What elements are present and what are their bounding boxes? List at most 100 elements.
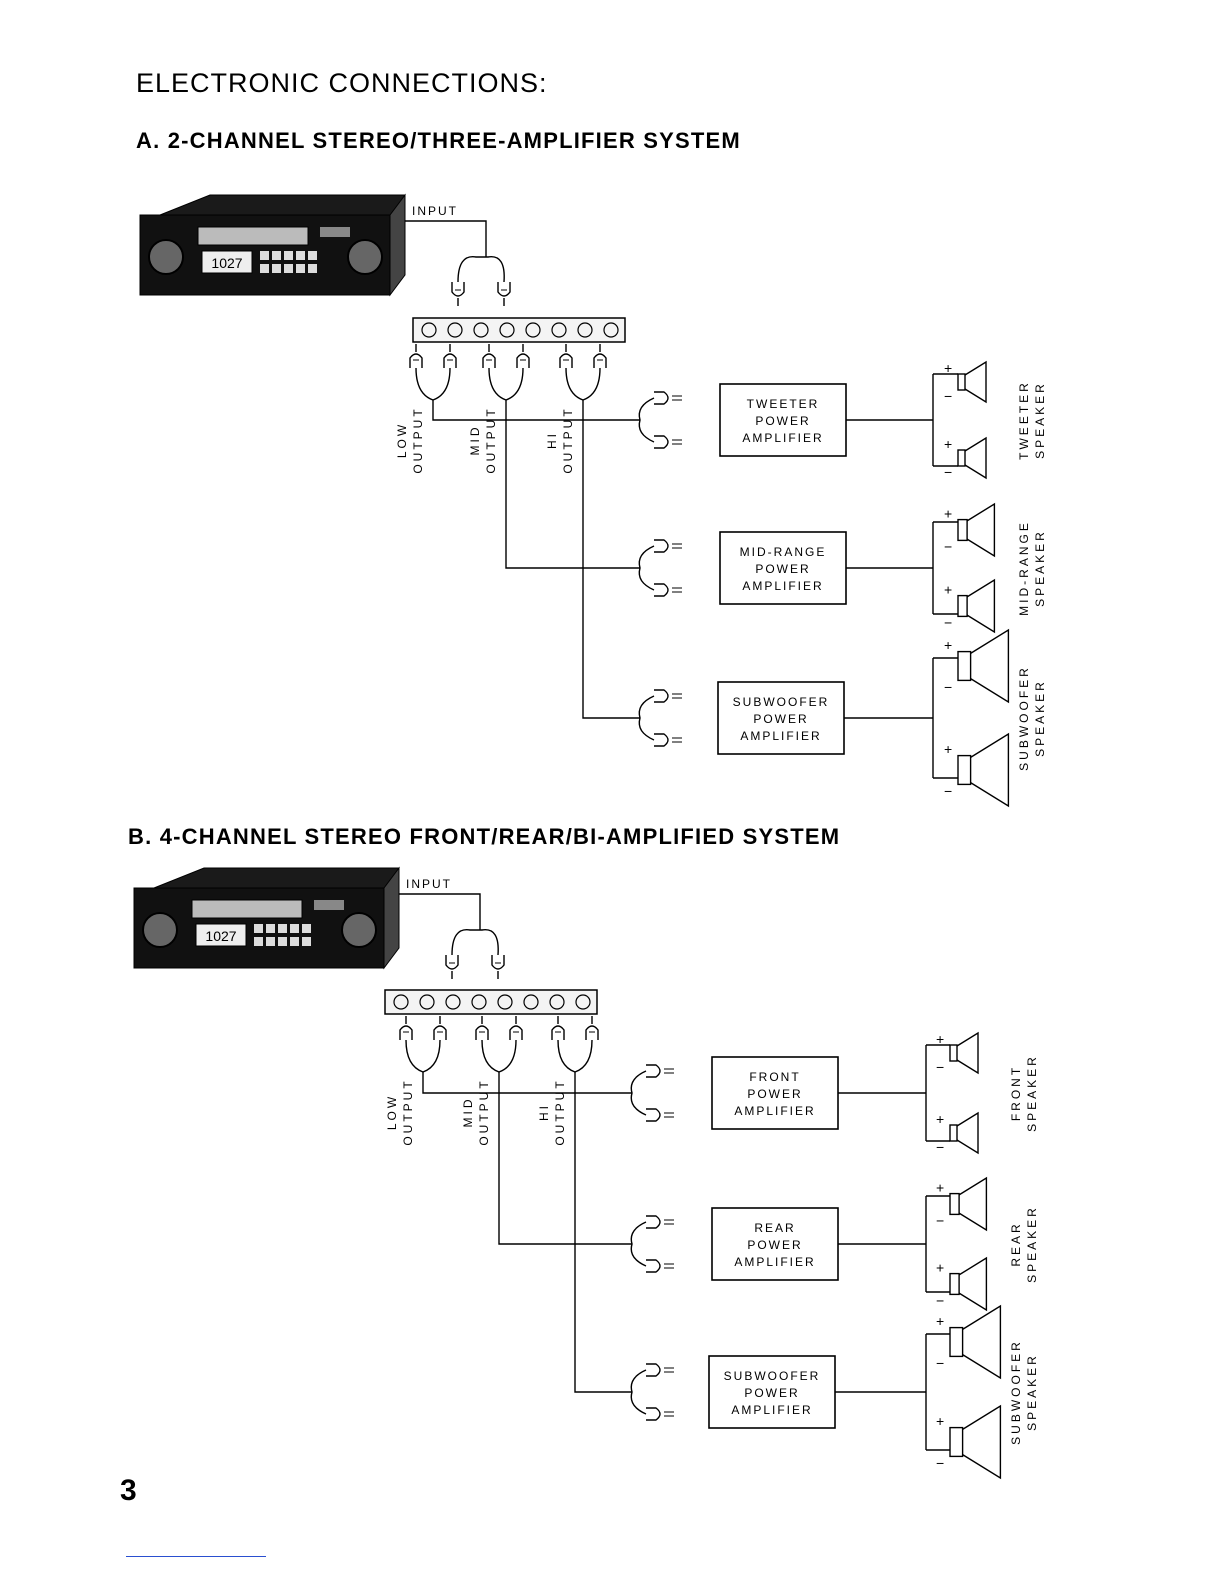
amplifier-label: SUBWOOFER — [724, 1369, 821, 1383]
radio-display-text: 1027 — [205, 928, 236, 944]
speaker-magnet — [949, 1192, 960, 1216]
plus-sign: + — [936, 1313, 944, 1329]
speaker-cone-icon — [970, 732, 1010, 808]
preset-button — [284, 264, 293, 273]
section-a-title: A. 2-CHANNEL STEREO/THREE-AMPLIFIER SYST… — [136, 128, 741, 153]
output-y-cable — [557, 1039, 593, 1073]
speaker-label-0: SPEAKER — [1033, 381, 1047, 459]
plus-sign: + — [936, 1031, 944, 1047]
plus-sign: + — [944, 637, 952, 653]
preset-button — [266, 924, 275, 933]
rca-plug-icon — [646, 1064, 661, 1078]
crossover-knob-icon — [575, 994, 591, 1010]
speaker-label-1: MID-RANGE — [1017, 520, 1031, 616]
radio-display — [195, 923, 247, 947]
speaker-magnet — [957, 518, 968, 542]
speaker-magnet — [949, 1426, 964, 1458]
amplifier-label: SUBWOOFER — [733, 695, 830, 709]
output-label-2: HI — [545, 431, 559, 449]
output-label-2: OUTPUT — [553, 1078, 567, 1145]
radio-top-panel — [159, 194, 406, 218]
amp-y-cable — [638, 695, 655, 741]
output-y-cable — [415, 367, 451, 401]
page-number: 3 — [120, 1474, 137, 1507]
rca-plug-icon — [551, 1025, 565, 1040]
minus-sign: − — [936, 1293, 944, 1309]
crossover-knob-icon — [393, 994, 409, 1010]
preset-button — [272, 251, 281, 260]
speaker-magnet — [949, 1326, 964, 1358]
rca-plug-icon — [399, 1025, 413, 1040]
preset-button — [278, 924, 287, 933]
plus-sign: + — [944, 505, 952, 521]
output-label-1: OUTPUT — [484, 406, 498, 473]
crossover-knob-icon — [497, 994, 513, 1010]
rca-plug-icon — [646, 1108, 661, 1122]
speaker-magnet — [949, 1272, 960, 1296]
amp-y-cable — [638, 397, 655, 443]
footer-rule — [126, 1556, 266, 1557]
minus-sign: − — [936, 1355, 944, 1371]
amplifier-label: POWER — [753, 712, 808, 726]
amplifier-label: AMPLIFIER — [740, 729, 821, 743]
crossover-knob-icon — [603, 322, 619, 338]
signal-wire — [574, 1072, 632, 1393]
preset-button — [254, 924, 263, 933]
crossover-unit — [384, 989, 598, 1015]
speaker-cone-icon — [966, 502, 996, 558]
minus-sign: − — [944, 679, 952, 695]
minus-sign: − — [936, 1213, 944, 1229]
amp-y-cable — [638, 545, 655, 591]
speaker-cone-icon — [964, 360, 987, 404]
crossover-knob-icon — [445, 994, 461, 1010]
crossover-knob-icon — [525, 322, 541, 338]
radio-top-panel — [153, 867, 400, 891]
signal-wire — [505, 400, 640, 569]
preset-button — [284, 251, 293, 260]
radio-display-text: 1027 — [211, 255, 242, 271]
minus-sign: − — [944, 388, 952, 404]
volume-knob-icon — [142, 912, 178, 948]
rca-plug-icon — [646, 1215, 661, 1229]
speaker-cone-icon — [962, 1304, 1002, 1380]
crossover-knob-icon — [447, 322, 463, 338]
speaker-magnet — [957, 594, 968, 618]
input-label: INPUT — [412, 204, 458, 218]
speaker-magnet — [957, 650, 972, 682]
cassette-slot — [197, 226, 309, 246]
crossover-knob-icon — [577, 322, 593, 338]
output-label-0: LOW — [395, 422, 409, 458]
tuning-knob-icon — [341, 912, 377, 948]
preset-button — [302, 937, 311, 946]
rca-plug-icon — [654, 391, 669, 405]
speaker-cone-icon — [970, 628, 1010, 704]
rca-plug-icon — [646, 1407, 661, 1421]
tuning-knob-icon — [347, 239, 383, 275]
crossover-knob-icon — [419, 994, 435, 1010]
minus-sign: − — [944, 615, 952, 631]
input-label: INPUT — [406, 877, 452, 891]
rca-plug-icon — [516, 353, 530, 368]
amplifier-label: REAR — [754, 1221, 795, 1235]
plus-sign: + — [936, 1413, 944, 1429]
crossover-knob-icon — [523, 994, 539, 1010]
rca-plug-icon — [585, 1025, 599, 1040]
plus-sign: + — [936, 1179, 944, 1195]
amplifier-label: POWER — [747, 1087, 802, 1101]
speaker-cone-icon — [964, 436, 987, 480]
rca-plug-icon — [475, 1025, 489, 1040]
signal-wire — [498, 1072, 632, 1245]
speaker-cone-icon — [958, 1176, 988, 1232]
output-label-0: OUTPUT — [411, 406, 425, 473]
amplifier-label: POWER — [755, 562, 810, 576]
output-label-1: MID — [461, 1097, 475, 1128]
speaker-label-1: SPEAKER — [1025, 1205, 1039, 1283]
signal-wire — [422, 1072, 632, 1094]
crossover-knob-icon — [421, 322, 437, 338]
preset-button — [290, 924, 299, 933]
amplifier-label: TWEETER — [747, 397, 820, 411]
preset-button — [308, 264, 317, 273]
input-y-cable — [451, 929, 499, 956]
plus-sign: + — [936, 1111, 944, 1127]
output-y-cable — [405, 1039, 441, 1073]
